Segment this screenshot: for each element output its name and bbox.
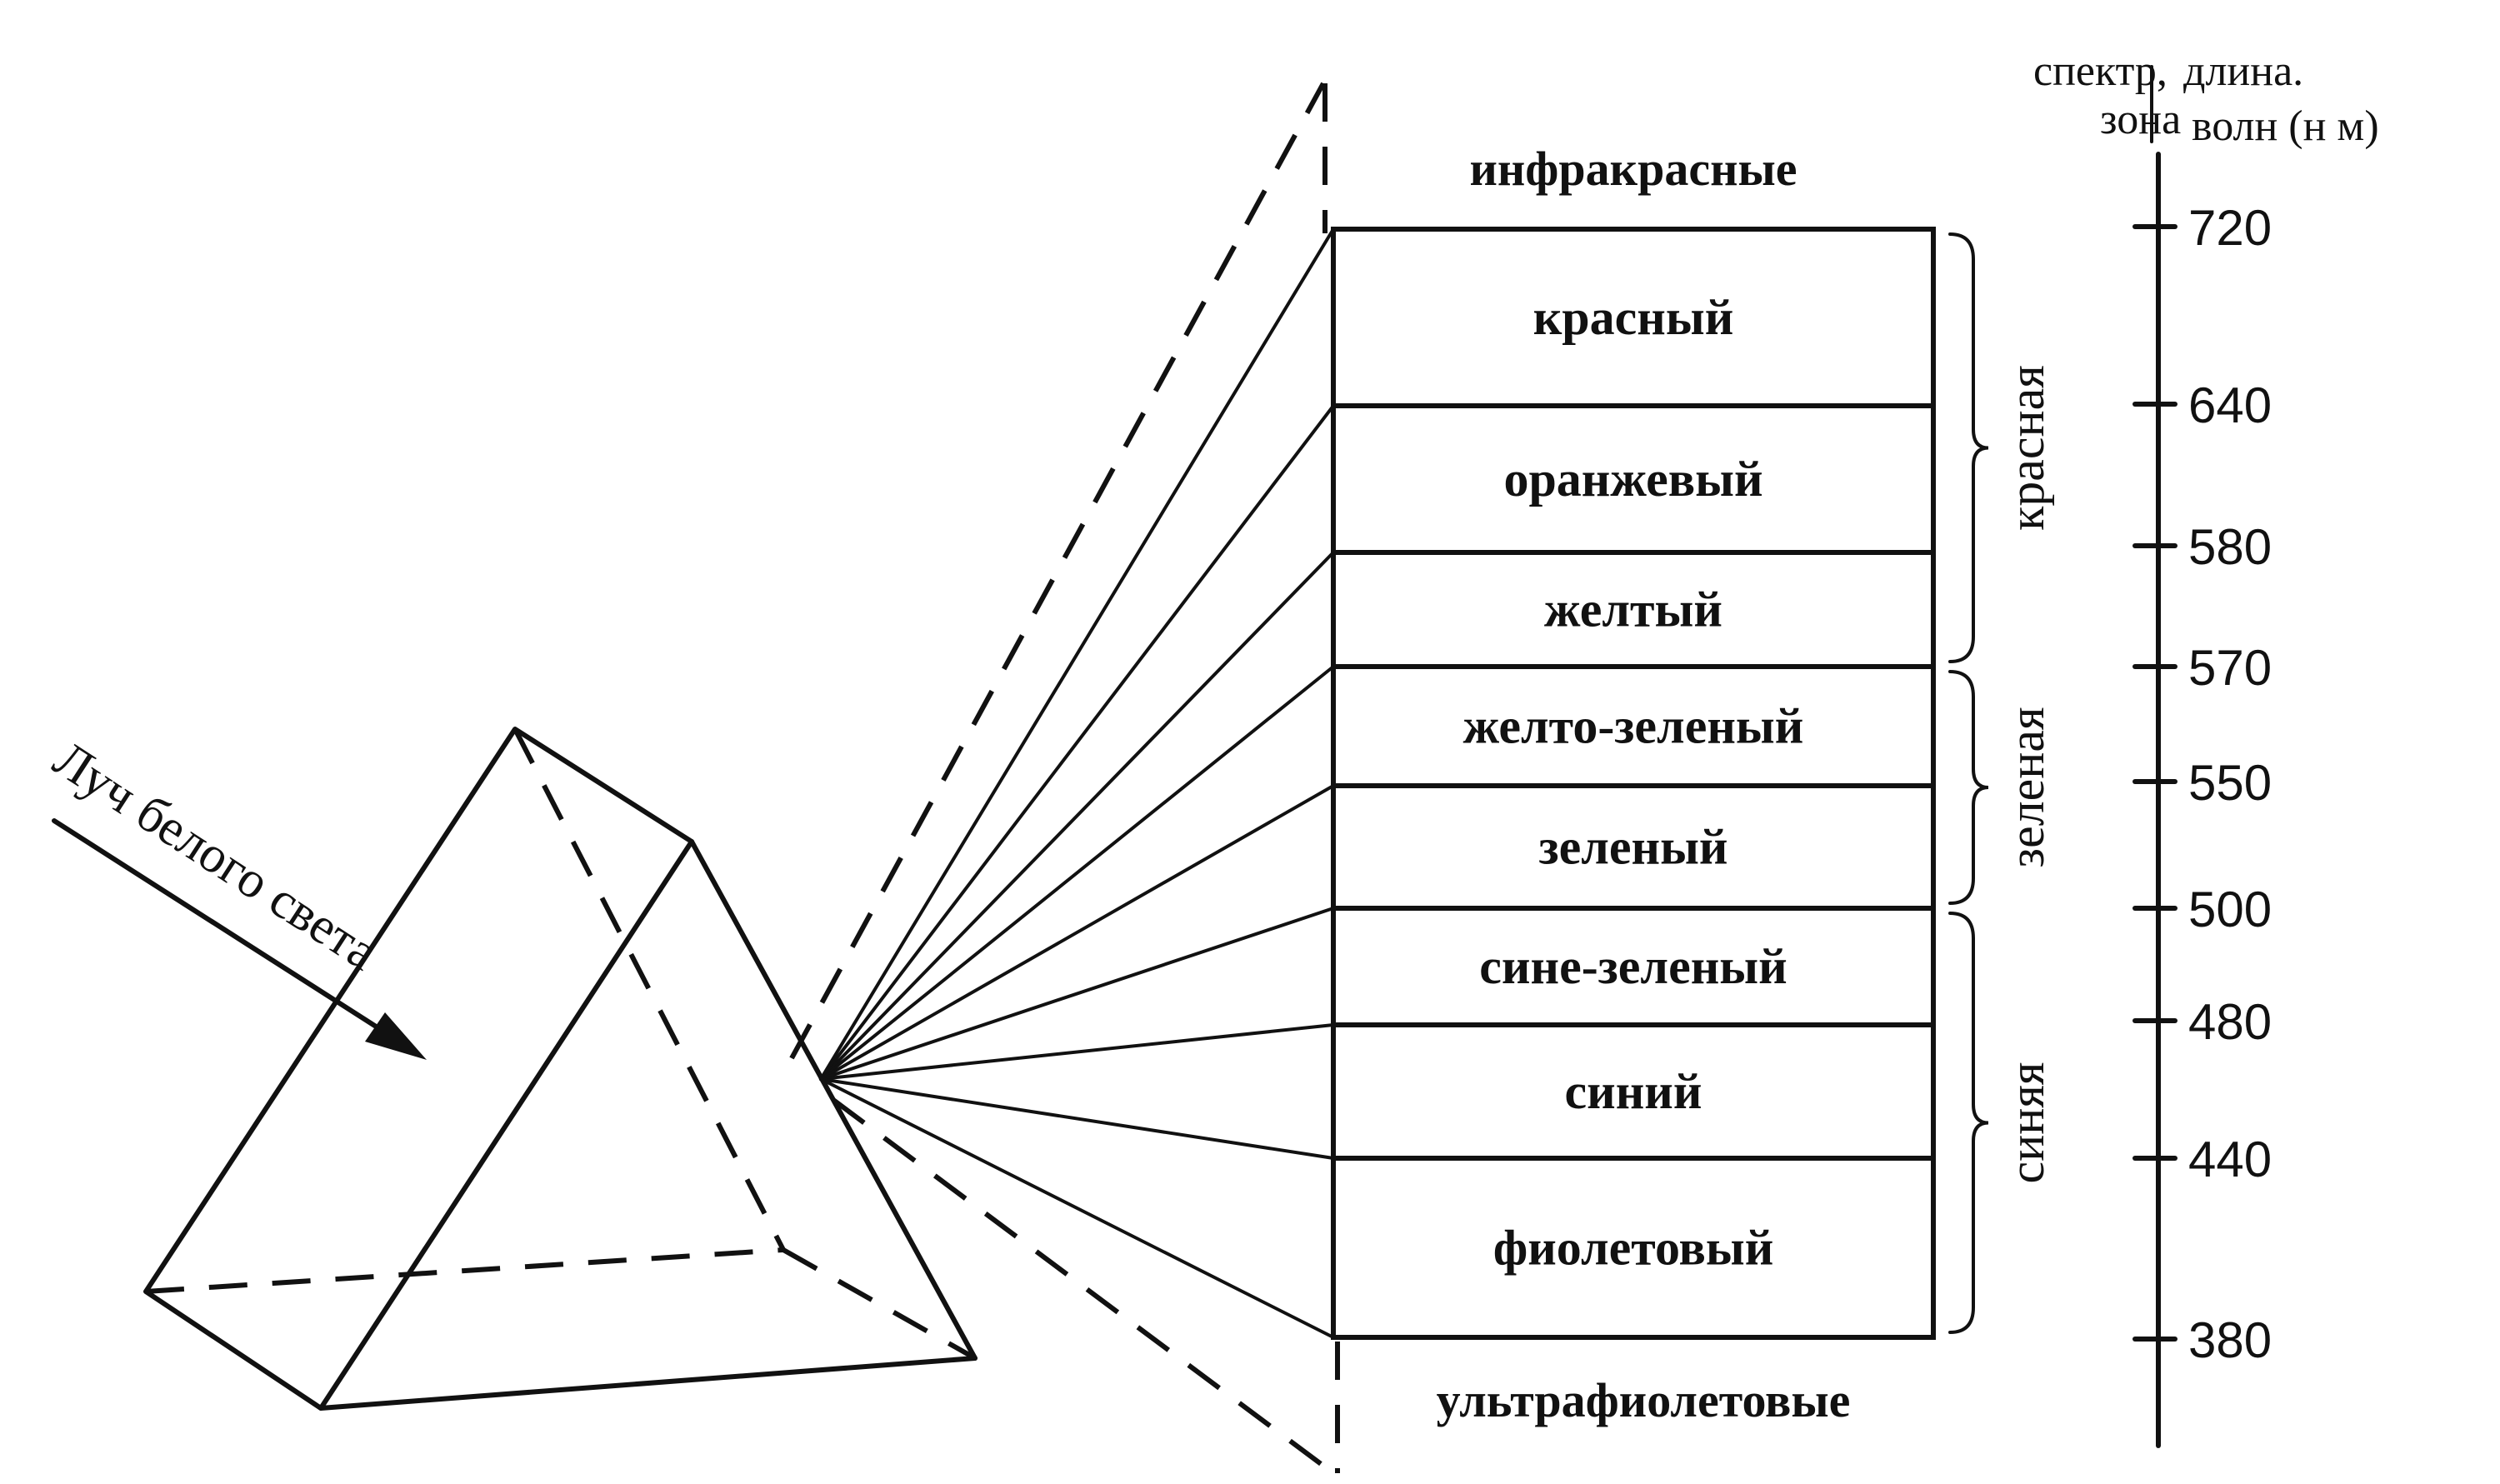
infrared-boundary-ray bbox=[789, 82, 1326, 1060]
wavelength-axis: 720 640 580 570 550 500 480 440 380 bbox=[2132, 152, 2272, 1448]
band-label-4: желто-зеленый bbox=[1463, 699, 1804, 754]
tick-label-720: 720 bbox=[2188, 200, 2272, 256]
boundary-rays bbox=[789, 82, 1340, 1476]
spectrum-zones: красная зеленая синяя bbox=[1948, 232, 2054, 1334]
beam-label: Луч белого света bbox=[43, 731, 388, 982]
zone-brace-3 bbox=[1948, 912, 1989, 1334]
prism-bottom-edge bbox=[318, 1356, 978, 1411]
zone-label-2: зеленая bbox=[1999, 707, 2054, 867]
column-headers: спектр, зона длина. волн (н м) bbox=[2033, 47, 2379, 150]
band-6 bbox=[1331, 906, 1936, 1027]
band-label-7: синий bbox=[1565, 1064, 1702, 1119]
prism-hidden-top-edge bbox=[512, 727, 786, 1252]
tick-label-640: 640 bbox=[2188, 377, 2272, 433]
dispersed-ray-1 bbox=[819, 227, 1335, 1081]
prism-hidden-back-edge bbox=[782, 1247, 977, 1361]
prism-hidden-bottom-edge bbox=[145, 1247, 784, 1294]
band-label-3: желтый bbox=[1544, 582, 1722, 637]
dispersed-ray-4 bbox=[819, 665, 1335, 1081]
tick-label-500: 500 bbox=[2188, 882, 2272, 937]
band-7 bbox=[1331, 1022, 1936, 1161]
band-2 bbox=[1331, 403, 1936, 555]
zone-label-3: синяя bbox=[1999, 1062, 2054, 1183]
wavelength-header-line1: длина. bbox=[2183, 47, 2303, 95]
band-label-1: красный bbox=[1533, 290, 1734, 345]
band-label-2: оранжевый bbox=[1503, 452, 1762, 507]
tick-label-480: 480 bbox=[2188, 994, 2272, 1050]
tick-label-380: 380 bbox=[2188, 1312, 2272, 1368]
dispersed-ray-3 bbox=[819, 551, 1335, 1081]
ultraviolet-label: ультрафиолетовые bbox=[1437, 1373, 1851, 1427]
dispersed-ray-6 bbox=[819, 907, 1335, 1081]
zone-brace-1 bbox=[1948, 232, 1989, 663]
band-4 bbox=[1331, 664, 1936, 788]
band-8 bbox=[1331, 1156, 1936, 1340]
dispersed-ray-8 bbox=[819, 1077, 1335, 1160]
tick-label-550: 550 bbox=[2188, 755, 2272, 811]
band-3 bbox=[1331, 550, 1936, 669]
zone-header-line1: спектр, bbox=[2033, 47, 2168, 95]
wavelength-header-line2: волн (н м) bbox=[2192, 102, 2379, 150]
beam-arrow-shaft bbox=[52, 818, 415, 1052]
band-label-8: фиолетовый bbox=[1493, 1221, 1774, 1276]
zone-brace-2 bbox=[1948, 670, 1989, 905]
white-light-beam: Луч белого света bbox=[43, 731, 427, 1060]
zone-label-1: красная bbox=[1999, 365, 2054, 531]
band-1 bbox=[1331, 227, 1936, 408]
prism bbox=[143, 727, 978, 1411]
dispersed-ray-2 bbox=[819, 404, 1335, 1081]
band-label-6: сине-зеленый bbox=[1479, 939, 1787, 994]
dispersed-ray-9 bbox=[819, 1077, 1335, 1339]
tick-label-580: 580 bbox=[2188, 519, 2272, 575]
tick-label-440: 440 bbox=[2188, 1132, 2272, 1187]
tick-label-570: 570 bbox=[2188, 640, 2272, 696]
ultraviolet-boundary-ray bbox=[832, 1097, 1335, 1476]
beam-arrowhead-icon bbox=[365, 1012, 427, 1060]
dispersed-ray-7 bbox=[819, 1023, 1335, 1081]
dispersed-ray-5 bbox=[819, 784, 1335, 1081]
zone-header-line2: зона bbox=[2100, 96, 2181, 143]
infrared-label: инфракрасные bbox=[1469, 142, 1797, 196]
dispersed-rays bbox=[819, 227, 1335, 1339]
band-label-5: зеленый bbox=[1538, 820, 1728, 875]
wavelength-ticks: 720 640 580 570 550 500 480 440 380 bbox=[2132, 200, 2272, 1368]
band-5 bbox=[1331, 783, 1936, 911]
spectrum-bands: красный оранжевый желтый желто-зеленый зелен… bbox=[1331, 227, 1936, 1340]
